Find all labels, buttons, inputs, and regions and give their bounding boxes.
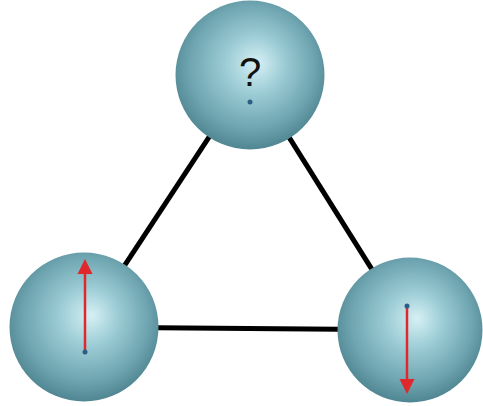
sphere-fill (338, 258, 483, 403)
spin-sphere (337, 257, 483, 403)
bond-line (289, 137, 372, 270)
node-label: ? (239, 52, 261, 92)
sphere-shape (337, 257, 483, 403)
sphere-shape (9, 252, 159, 402)
sphere-fill (176, 1, 325, 150)
sphere-fill (10, 253, 159, 402)
spin-sphere (9, 252, 159, 402)
spin-sphere: ? (175, 0, 325, 150)
bond-line (157, 328, 339, 330)
bond-line (124, 136, 210, 266)
